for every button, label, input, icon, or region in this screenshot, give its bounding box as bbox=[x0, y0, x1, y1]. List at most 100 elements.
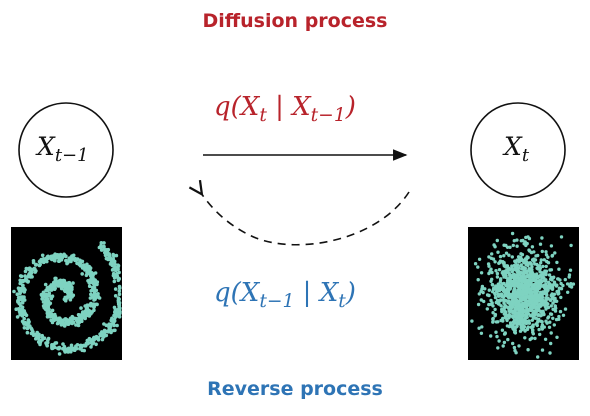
noise-point bbox=[531, 324, 535, 329]
noise-point bbox=[545, 259, 549, 264]
spiral-point bbox=[63, 254, 67, 258]
noise-point bbox=[497, 261, 502, 265]
spiral-point bbox=[56, 255, 61, 260]
noise-point bbox=[506, 270, 510, 274]
noise-point bbox=[524, 243, 528, 248]
spiral-point bbox=[117, 301, 122, 305]
noise-point bbox=[532, 283, 536, 287]
spiral-point bbox=[41, 304, 46, 308]
spiral-point bbox=[92, 305, 96, 310]
spiral-point bbox=[18, 281, 23, 286]
noise-point bbox=[504, 251, 509, 255]
spiral-point bbox=[90, 310, 94, 314]
spiral-point bbox=[54, 341, 59, 345]
spiral-point bbox=[74, 323, 78, 327]
noise-point bbox=[495, 334, 499, 339]
spiral-point bbox=[22, 316, 27, 321]
noise-point bbox=[526, 255, 530, 260]
noise-point bbox=[548, 298, 552, 302]
noise-point bbox=[504, 265, 508, 269]
spiral-point bbox=[45, 315, 50, 319]
noise-point bbox=[493, 260, 497, 264]
spiral-point bbox=[18, 274, 23, 278]
curved-dashed-arrow-icon bbox=[201, 192, 410, 246]
noise-point bbox=[499, 277, 503, 281]
noise-point bbox=[470, 319, 474, 323]
spiral-point bbox=[20, 307, 25, 311]
noise-point bbox=[522, 325, 527, 329]
noise-point bbox=[509, 306, 514, 310]
spiral-point bbox=[39, 257, 44, 262]
noise-point bbox=[531, 274, 535, 278]
noise-point bbox=[490, 252, 494, 256]
noise-point bbox=[530, 294, 534, 298]
spiral-point bbox=[104, 256, 109, 261]
noise-point bbox=[511, 298, 515, 303]
spiral-point bbox=[89, 345, 93, 349]
noise-point bbox=[511, 243, 515, 248]
spiral-point bbox=[20, 300, 25, 305]
spiral-point bbox=[50, 344, 54, 349]
spiral-point bbox=[91, 288, 96, 293]
spiral-point bbox=[80, 272, 84, 276]
noise-point bbox=[501, 344, 505, 348]
noise-point bbox=[534, 274, 538, 278]
spiral-point bbox=[70, 314, 75, 319]
noise-point bbox=[515, 258, 519, 262]
spiral-point bbox=[79, 316, 84, 321]
spiral-point bbox=[87, 284, 92, 289]
spiral-point bbox=[68, 297, 73, 302]
noise-point bbox=[514, 325, 518, 329]
noise-point bbox=[493, 314, 497, 318]
spiral-point bbox=[85, 311, 90, 316]
spiral-point bbox=[57, 352, 62, 356]
reverse-equation: q(Xt−1 | Xt) bbox=[214, 278, 356, 312]
noise-point bbox=[522, 284, 526, 289]
left-node-label: Xt−1 bbox=[37, 132, 89, 166]
noise-point bbox=[479, 271, 484, 275]
noise-point bbox=[538, 314, 543, 318]
noise-point bbox=[512, 239, 516, 243]
noise-point bbox=[539, 310, 544, 315]
spiral-point bbox=[15, 292, 20, 297]
noise-point bbox=[515, 293, 519, 297]
noise-point bbox=[531, 332, 535, 336]
noise-point bbox=[506, 266, 511, 270]
spiral-point bbox=[107, 325, 112, 329]
noise-point bbox=[506, 299, 510, 303]
noise-point bbox=[501, 270, 505, 274]
spiral-point bbox=[24, 266, 29, 271]
noise-point bbox=[495, 275, 500, 279]
noise-point bbox=[555, 260, 559, 265]
noise-point bbox=[547, 285, 551, 289]
spiral-point bbox=[113, 262, 117, 266]
noise-point bbox=[526, 303, 530, 307]
noise-point bbox=[517, 344, 521, 348]
spiral-point bbox=[113, 315, 118, 319]
noise-point bbox=[493, 307, 497, 312]
noise-point bbox=[539, 258, 543, 262]
noise-point bbox=[510, 292, 514, 297]
noise-point bbox=[550, 287, 555, 291]
noise-point bbox=[503, 331, 507, 335]
noise-point bbox=[532, 257, 536, 261]
spiral-point bbox=[99, 243, 103, 248]
spiral-point bbox=[25, 330, 30, 335]
noise-point bbox=[476, 302, 481, 307]
spiral-point bbox=[95, 282, 99, 287]
noise-point bbox=[508, 321, 513, 325]
noise-point bbox=[504, 310, 508, 315]
noise-point bbox=[542, 312, 546, 317]
noise-point bbox=[519, 263, 523, 267]
noise-point bbox=[559, 281, 563, 286]
noise-point bbox=[532, 309, 536, 314]
noise-point bbox=[552, 296, 556, 301]
spiral-point bbox=[40, 334, 44, 339]
noise-point bbox=[505, 317, 509, 322]
noise-point bbox=[540, 249, 544, 254]
noise-point bbox=[503, 274, 507, 279]
noise-point bbox=[529, 281, 533, 285]
spiral-point bbox=[89, 292, 93, 297]
noise-point bbox=[526, 348, 530, 352]
spiral-point bbox=[113, 265, 117, 270]
